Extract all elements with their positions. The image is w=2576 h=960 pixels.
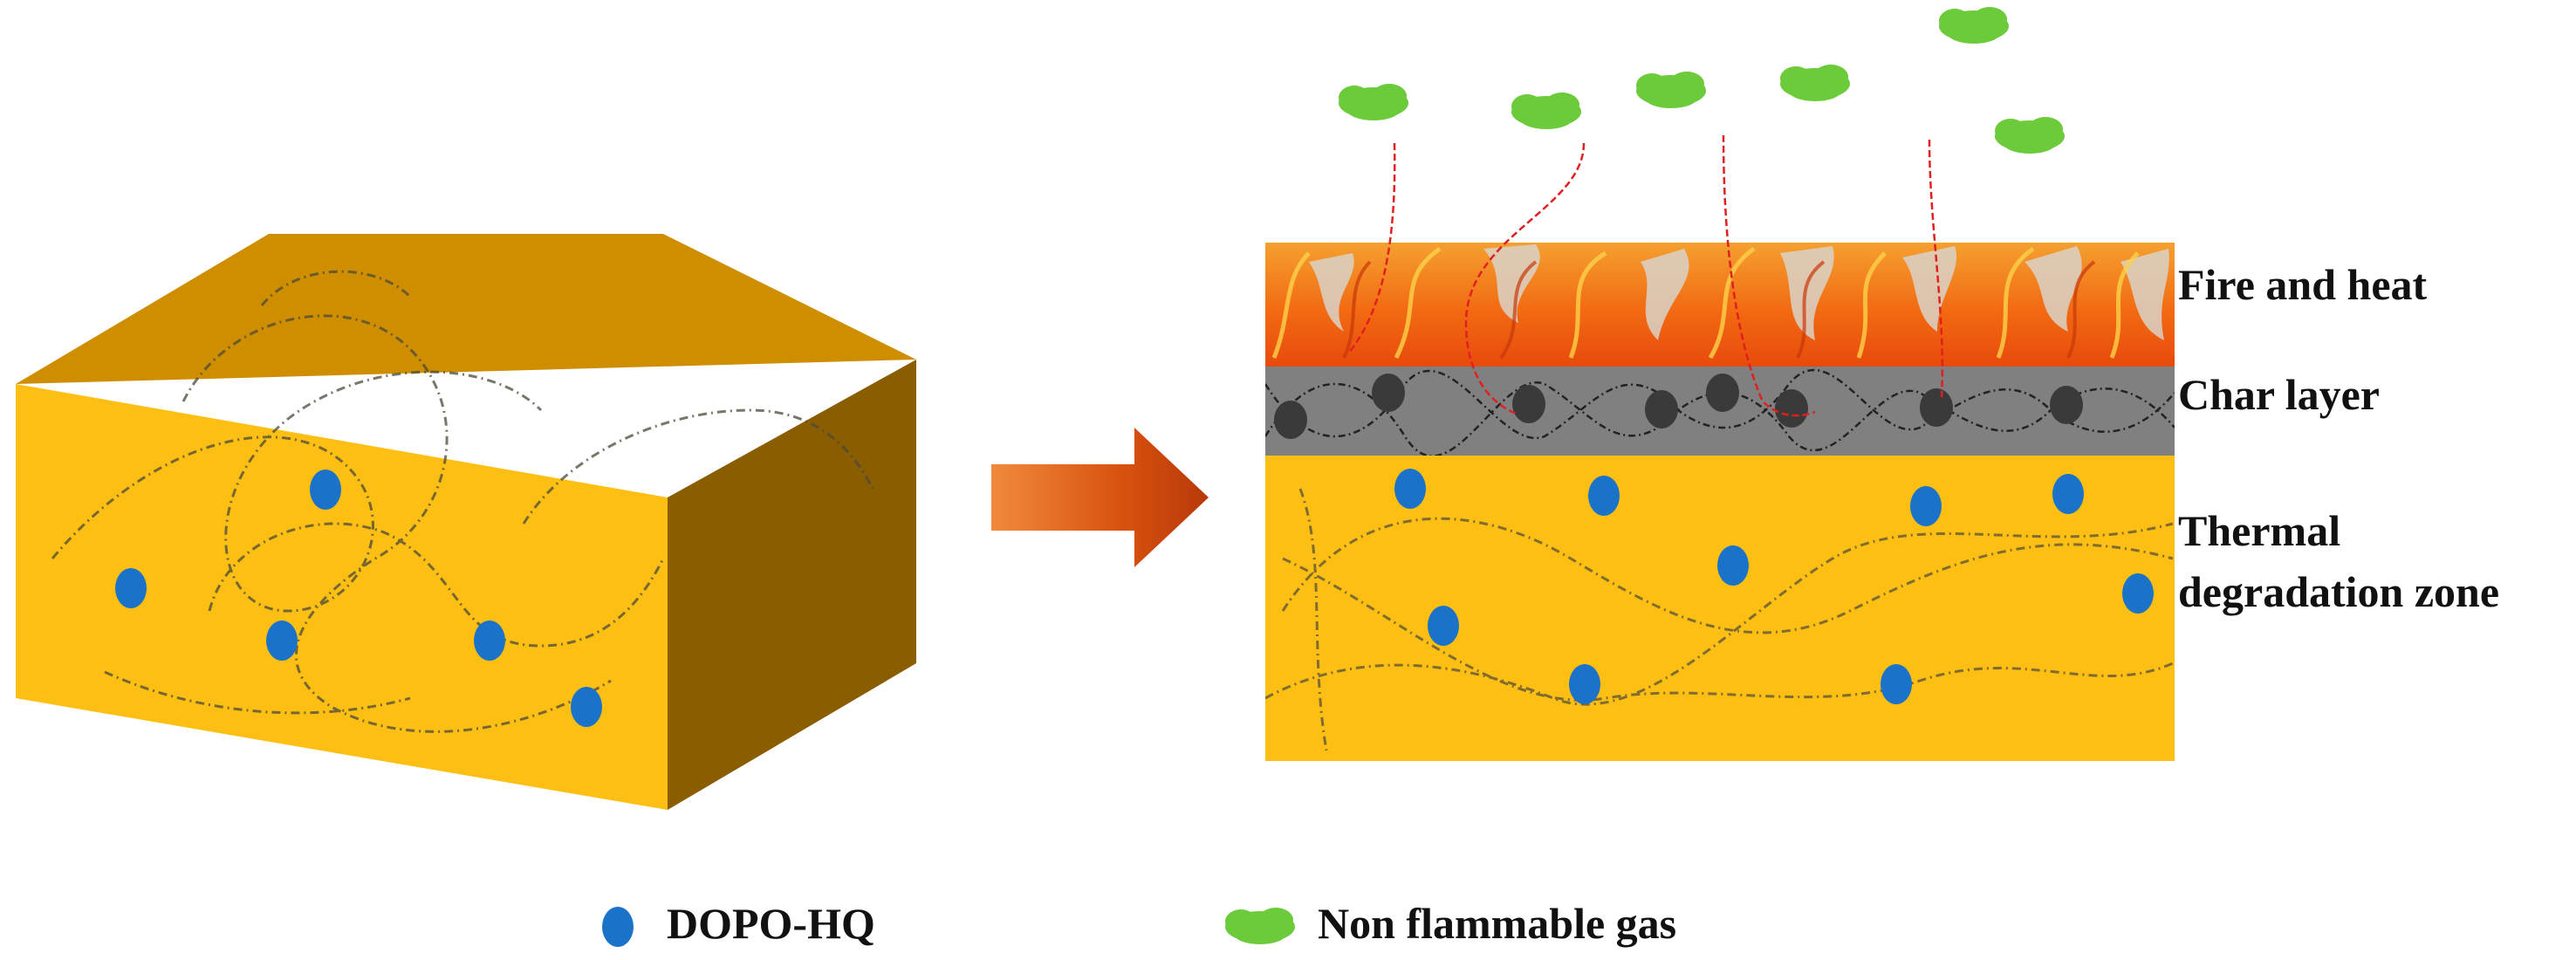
flame-icon xyxy=(1309,244,2169,340)
dopo-hq-particle-icon xyxy=(115,568,147,608)
fire-layer xyxy=(1265,243,2175,367)
char-particles xyxy=(1274,374,2083,439)
gas-clouds xyxy=(1339,7,2065,154)
polymer-block xyxy=(16,234,916,810)
zone-polymer-chains xyxy=(1265,488,2174,751)
block-side-face xyxy=(668,360,916,810)
char-particle xyxy=(1920,388,1953,427)
legend-dopo-hq-particle-icon xyxy=(602,907,634,947)
char-particle xyxy=(1372,374,1405,412)
gas-cloud-icon xyxy=(1939,7,2009,44)
dopo-hq-particle-icon xyxy=(2122,573,2154,614)
char-particle xyxy=(1706,374,1739,412)
label-fire-and-heat: Fire and heat xyxy=(2178,260,2428,309)
block-front-face xyxy=(16,384,668,810)
gas-cloud-icon xyxy=(1780,65,1850,101)
dopo-hq-particle-icon xyxy=(1881,664,1912,704)
dopo-hq-particle-icon xyxy=(474,621,505,661)
polymer-chains xyxy=(51,270,874,733)
dopo-hq-particle-icon xyxy=(571,687,602,727)
label-char-layer: Char layer xyxy=(2178,370,2380,419)
gas-cloud-icon xyxy=(1511,93,1581,129)
dopo-hq-particles xyxy=(115,470,602,727)
block-top-face xyxy=(16,234,916,384)
legend-gas-label: Non flammable gas xyxy=(1318,899,1677,948)
char-particle xyxy=(1274,401,1307,439)
label-thermal-line1: Thermal xyxy=(2178,506,2341,555)
legend-dopo-hq-label: DOPO-HQ xyxy=(667,899,875,948)
dopo-hq-particle-icon xyxy=(1394,469,1426,509)
dopo-hq-particle-icon xyxy=(1588,476,1620,516)
gas-escape-paths xyxy=(1347,134,1944,417)
gas-cloud-icon xyxy=(1995,117,2065,154)
gas-cloud-icon xyxy=(1339,84,1408,120)
dopo-hq-particle-icon xyxy=(1717,545,1749,586)
dopo-hq-particle-icon xyxy=(1569,664,1600,704)
char-polymer-chains xyxy=(1265,368,2175,456)
legend xyxy=(602,907,1295,947)
char-particle xyxy=(1775,389,1808,428)
dopo-hq-particle-icon xyxy=(1910,486,1942,526)
gas-cloud-icon xyxy=(1636,72,1706,108)
dopo-hq-particle-icon xyxy=(310,470,341,510)
char-particle xyxy=(2050,386,2083,424)
label-thermal-line2: degradation zone xyxy=(2178,567,2500,616)
char-particle xyxy=(1512,385,1545,423)
process-arrow-icon xyxy=(991,428,1209,567)
dopo-hq-particle-icon xyxy=(2052,474,2084,514)
zone-dopo-hq-particles xyxy=(1394,469,2154,704)
char-particle xyxy=(1645,390,1678,429)
legend-gas-cloud-icon xyxy=(1225,908,1295,944)
dopo-hq-particle-icon xyxy=(1428,606,1459,646)
dopo-hq-particle-icon xyxy=(266,621,298,661)
cross-section xyxy=(1265,7,2175,761)
